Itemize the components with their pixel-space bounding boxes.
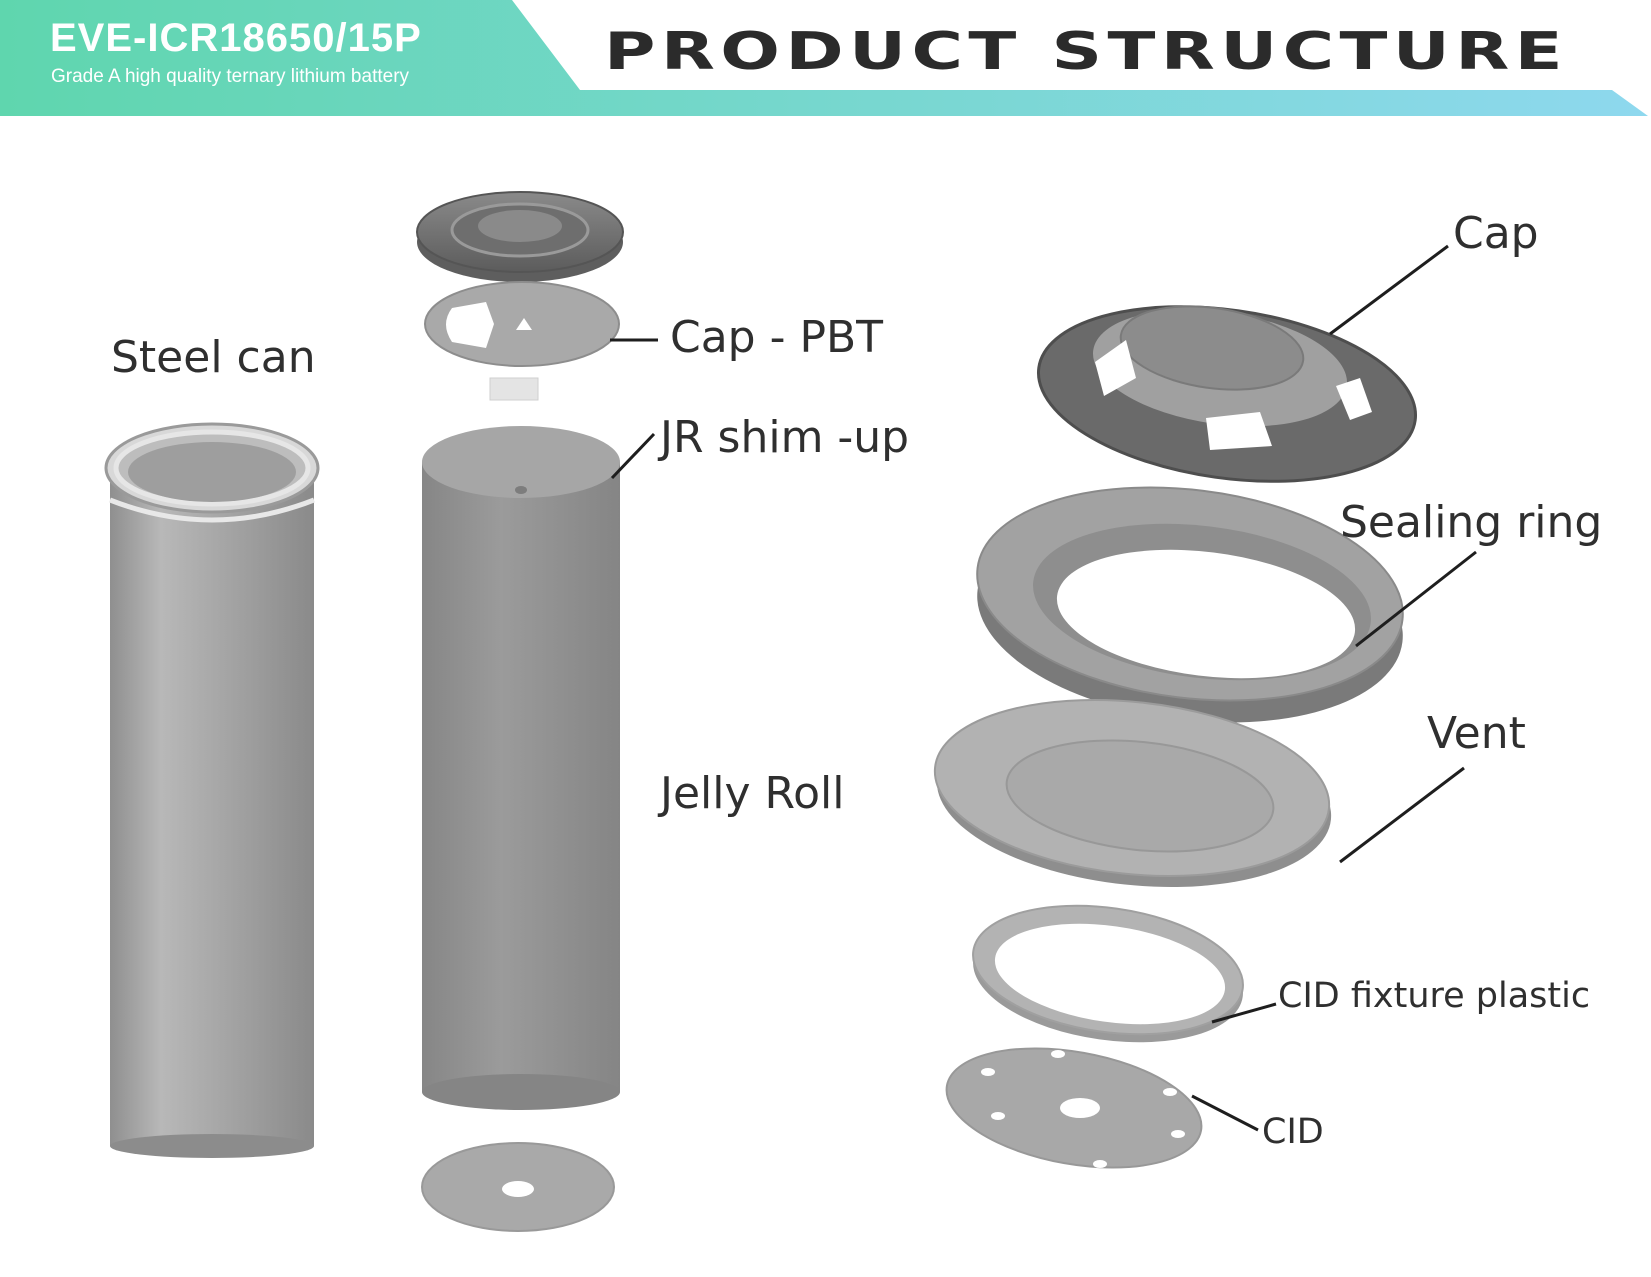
label-cap-pbt: Cap - PBT [670,312,884,363]
header-banner: EVE-ICR18650/15P Grade A high quality te… [0,0,1651,116]
cid-disc [945,1047,1203,1169]
label-vent: Vent [1427,708,1526,759]
leader-lines [610,244,1477,1132]
tab-strip [489,377,539,401]
header-band [0,0,1648,116]
steel-can [104,422,320,1158]
model-subtitle: Grade A high quality ternary lithium bat… [51,66,410,87]
sealing-ring [976,486,1404,723]
top-cap [416,191,624,282]
model-name: EVE-ICR18650/15P [50,16,422,60]
jelly-roll [422,426,620,1110]
cap-pbt-washer [424,281,620,367]
exploded-diagram [104,191,1477,1232]
vent-disc [933,699,1332,887]
label-cap: Cap [1453,208,1539,259]
label-sealing-ring: Sealing ring [1340,497,1603,548]
label-jr-shim: JR shim -up [660,412,910,463]
cid-fixture-ring [972,904,1244,1043]
page-title: PRODUCT STRUCTURE [604,22,1569,82]
label-jelly-roll: Jelly Roll [660,768,845,819]
cap-exploded [1036,305,1418,483]
label-cid: CID [1262,1112,1324,1152]
bottom-washer [421,1142,615,1232]
label-cid-fixture: CID fixture plastic [1278,976,1591,1016]
label-steel-can: Steel can [111,332,316,383]
